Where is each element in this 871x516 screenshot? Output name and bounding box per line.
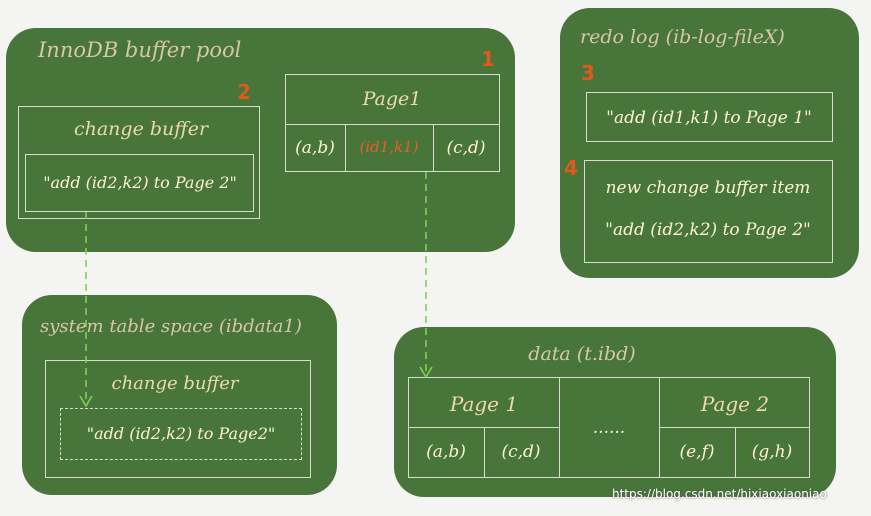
redo-entry-2-line2: "add (id2,k2) to Page 2"	[605, 220, 811, 240]
buffer-change-buffer-title: change buffer	[73, 118, 209, 140]
system-change-buffer-item-box	[60, 408, 302, 460]
buffer-page1-cell: (c,d)	[446, 138, 486, 158]
data-page1-right-sep	[559, 377, 560, 478]
watermark: https://blog.csdn.net/hixiaoxiaoniao	[612, 487, 827, 501]
data-page1-divider	[408, 427, 559, 428]
system-change-buffer-title: change buffer	[111, 373, 239, 394]
redo-log-title: redo log (ib-log-fileX)	[580, 26, 785, 48]
buffer-pool-panel	[6, 28, 515, 252]
system-change-buffer-box	[45, 360, 311, 478]
step-3-label: 3	[581, 61, 595, 85]
buffer-change-buffer-item: "add (id2,k2) to Page 2"	[43, 173, 237, 192]
arrowhead-system	[79, 395, 93, 408]
data-page1-header: Page 1	[449, 392, 519, 416]
redo-entry-1-text: "add (id1,k1) to Page 1"	[606, 108, 812, 128]
redo-log-panel	[560, 8, 859, 278]
data-page1-cell-sep	[484, 427, 485, 478]
data-page2-cell: (g,h)	[751, 442, 793, 462]
buffer-page1-cell: (a,b)	[295, 138, 335, 158]
system-tablespace-panel	[22, 295, 337, 495]
buffer-page1-divider	[285, 124, 500, 125]
system-tablespace-title: system table space (ibdata1)	[40, 316, 302, 337]
data-page2-cell: (e,f)	[679, 442, 715, 462]
buffer-change-buffer-item-box	[25, 154, 254, 212]
system-change-buffer-item: "add (id2,k2) to Page2"	[86, 424, 276, 443]
data-gap-ellipsis: ......	[592, 418, 626, 438]
redo-entry-2-box	[584, 160, 833, 263]
redo-entry-2-line1: new change buffer item	[605, 178, 811, 198]
step-4-label: 4	[564, 156, 578, 180]
step-2-label: 2	[237, 80, 251, 104]
buffer-page1-box	[285, 74, 500, 172]
data-file-panel	[394, 327, 836, 497]
buffer-change-buffer-box	[18, 106, 260, 219]
data-page1-cell: (c,d)	[501, 442, 541, 462]
data-page2-header: Page 2	[700, 392, 770, 416]
data-page2-divider	[659, 427, 810, 428]
buffer-page1-cell-sep-2	[433, 124, 434, 172]
buffer-page1-header: Page1	[362, 88, 422, 110]
data-page2-cell-sep	[735, 427, 736, 478]
step-1-label: 1	[481, 47, 495, 71]
arrowhead-data	[419, 366, 433, 379]
data-file-title: data (t.ibd)	[528, 343, 636, 365]
buffer-page1-cell-sep-1	[345, 124, 346, 172]
buffer-page1-cell-new: (id1,k1)	[359, 138, 419, 156]
data-page1-cell: (a,b)	[426, 442, 466, 462]
redo-entry-1-box	[586, 92, 833, 142]
buffer-pool-title: InnoDB buffer pool	[38, 38, 242, 62]
